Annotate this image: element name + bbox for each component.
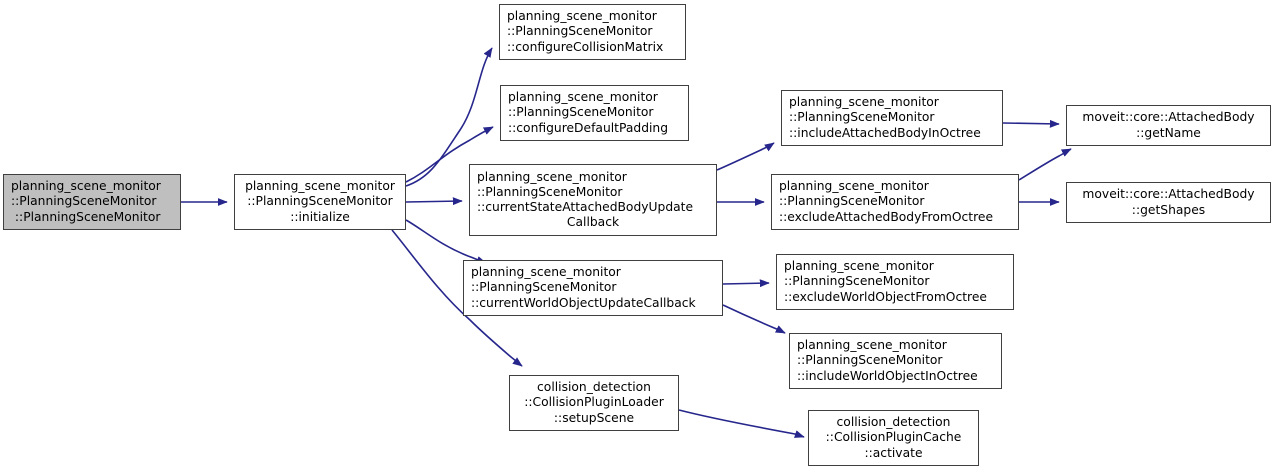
graph-node-label-line: ::PlanningSceneMonitor <box>779 194 925 209</box>
graph-node-label-line: ::PlanningSceneMonitor <box>508 105 654 120</box>
graph-node-currentStateAttachedBodyUpdateCallback[interactable]: planning_scene_monitor::PlanningSceneMon… <box>469 164 717 236</box>
graph-node-label-line: ::PlanningSceneMonitor <box>784 274 930 289</box>
graph-node-label-line: ::activate <box>864 445 923 460</box>
graph-node-label-line: ::initialize <box>290 209 350 224</box>
graph-node-setupScene[interactable]: collision_detection::CollisionPluginLoad… <box>509 375 679 431</box>
graph-node-label-line: planning_scene_monitor <box>245 179 395 194</box>
graph-node-label-line: planning_scene_monitor <box>508 90 658 105</box>
graph-node-label-line: planning_scene_monitor <box>784 259 934 274</box>
graph-node-label-line: collision_detection <box>836 415 951 430</box>
graph-node-getShapes[interactable]: moveit::core::AttachedBody::getShapes <box>1066 182 1271 223</box>
graph-node-excludeAttachedBodyFromOctree[interactable]: planning_scene_monitor::PlanningSceneMon… <box>771 174 1019 230</box>
graph-node-label-line: ::PlanningSceneMonitor <box>11 209 161 224</box>
graph-node-label-line: ::PlanningSceneMonitor <box>247 194 393 209</box>
graph-node-label-line: moveit::core::AttachedBody <box>1082 187 1255 202</box>
graph-node-label-line: ::PlanningSceneMonitor <box>507 24 653 39</box>
graph-node-label-line: moveit::core::AttachedBody <box>1082 110 1255 125</box>
graph-node-label-line: planning_scene_monitor <box>507 9 657 24</box>
graph-node-label-line: ::currentStateAttachedBodyUpdate <box>477 200 694 214</box>
graph-node-includeAttachedBodyInOctree[interactable]: planning_scene_monitor::PlanningSceneMon… <box>781 90 1003 146</box>
graph-node-activate[interactable]: collision_detection::CollisionPluginCach… <box>808 410 979 466</box>
graph-node-configureDefaultPadding[interactable]: planning_scene_monitor::PlanningSceneMon… <box>500 85 689 141</box>
graph-node-label-line: ::excludeWorldObjectFromOctree <box>784 289 987 304</box>
graph-node-includeWorldObjectInOctree[interactable]: planning_scene_monitor::PlanningSceneMon… <box>789 333 1002 389</box>
graph-node-label-line: collision_detection <box>537 380 651 395</box>
graph-node-label-line: ::setupScene <box>553 410 635 425</box>
graph-node-label-line: ::excludeAttachedBodyFromOctree <box>779 209 994 224</box>
graph-node-excludeWorldObjectFromOctree[interactable]: planning_scene_monitor::PlanningSceneMon… <box>776 254 1014 310</box>
graph-node-configureCollisionMatrix[interactable]: planning_scene_monitor::PlanningSceneMon… <box>499 4 686 60</box>
graph-node-initialize[interactable]: planning_scene_monitor::PlanningSceneMon… <box>234 174 406 230</box>
graph-node-label-line: ::PlanningSceneMonitor <box>11 194 157 209</box>
graph-node-label-line: ::PlanningSceneMonitor <box>789 110 935 125</box>
graph-node-label-line: ::PlanningSceneMonitor <box>797 353 943 368</box>
graph-node-label-line: Callback <box>566 215 620 230</box>
call-edge <box>1018 148 1072 181</box>
graph-node-label-line: ::PlanningSceneMonitor <box>477 184 623 199</box>
graph-node-label-line: planning_scene_monitor <box>789 95 939 110</box>
graph-node-root[interactable]: planning_scene_monitor::PlanningSceneMon… <box>3 174 181 230</box>
call-edge <box>405 197 463 206</box>
graph-node-getName[interactable]: moveit::core::AttachedBody::getName <box>1066 105 1271 146</box>
graph-node-label-line: ::PlanningSceneMonitor <box>471 280 617 295</box>
graph-node-label-line: ::CollisionPluginCache <box>825 430 962 445</box>
call-edge <box>716 142 775 171</box>
call-edge <box>1002 119 1060 128</box>
graph-node-label-line: planning_scene_monitor <box>471 265 621 280</box>
call-edge <box>678 409 805 438</box>
graph-node-currentWorldObjectUpdateCallback[interactable]: planning_scene_monitor::PlanningSceneMon… <box>463 260 723 316</box>
graph-node-label-line: ::includeAttachedBodyInOctree <box>789 125 981 140</box>
graph-node-label-line: planning_scene_monitor <box>797 338 947 353</box>
graph-node-label-line: planning_scene_monitor <box>11 179 161 194</box>
graph-node-label-line: ::CollisionPluginLoader <box>524 395 664 410</box>
graph-node-label-line: ::configureCollisionMatrix <box>507 39 664 54</box>
call-edge <box>722 279 770 288</box>
graph-node-label-line: ::includeWorldObjectInOctree <box>797 368 978 383</box>
graph-node-label-line: ::getShapes <box>1131 202 1206 217</box>
graph-node-label-line: ::configureDefaultPadding <box>508 120 669 135</box>
graph-node-label-line: planning_scene_monitor <box>779 179 929 194</box>
graph-node-label-line: ::getName <box>1136 125 1201 140</box>
graph-node-label-line: ::currentWorldObjectUpdateCallback <box>471 295 696 310</box>
graph-node-label-line: planning_scene_monitor <box>477 169 627 184</box>
